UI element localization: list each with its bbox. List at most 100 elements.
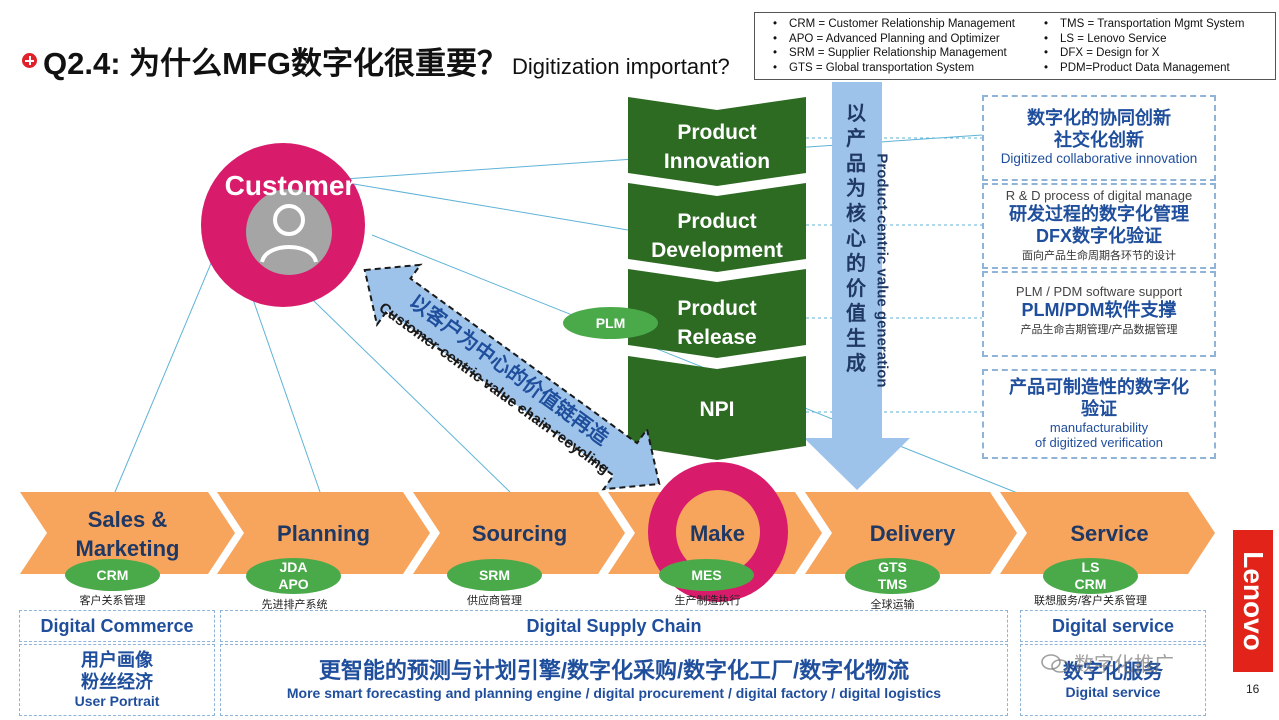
lenovo-logo: Lenovo bbox=[1233, 530, 1273, 672]
box-cn-text: 用户画像 bbox=[81, 650, 153, 670]
legend-item: PDM=Product Data Management bbox=[1044, 61, 1244, 76]
stage-delivery-label: Delivery bbox=[869, 521, 956, 546]
box-title: Digital Commerce bbox=[40, 616, 194, 636]
chevron-development-label: Product Development bbox=[628, 207, 806, 265]
page-number: 16 bbox=[1246, 682, 1260, 696]
down-arrow-shape bbox=[804, 82, 910, 490]
stage-caption: 客户关系管理 bbox=[79, 595, 146, 607]
stage-caption: 联想服务/客户关系管理 bbox=[1033, 595, 1148, 607]
stage-pill-mes: MES bbox=[659, 559, 754, 591]
stage-caption: 生产制造执行 bbox=[674, 595, 741, 607]
legend-item: SRM = Supplier Relationship Management bbox=[773, 46, 1044, 61]
box-en-text: manufacturability bbox=[1049, 420, 1149, 435]
digital-supply-chain-body: 更智能的预测与计划引擎/数字化采购/数字化工厂/数字化物流 More smart… bbox=[220, 644, 1008, 716]
box-en-text: Digital service bbox=[1065, 684, 1161, 700]
box-en-text: R & D process of digital manage bbox=[1005, 188, 1193, 203]
stage-pill-srm: SRM bbox=[447, 559, 542, 591]
title-sub: Digitization important? bbox=[512, 54, 730, 79]
right-box-release: PLM / PDM software support PLM/PDM软件支撑 产… bbox=[982, 271, 1216, 357]
legend-item: DFX = Design for X bbox=[1044, 46, 1244, 61]
box-note: 面向产品生命周期各环节的设计 bbox=[1022, 250, 1176, 262]
vertical-char: 成 bbox=[846, 353, 866, 375]
stage-planning-shape bbox=[217, 492, 430, 574]
chevron-line: Innovation bbox=[663, 150, 771, 173]
lenovo-logo-text: Lenovo bbox=[1238, 551, 1269, 651]
stage-caption: 全球运输 bbox=[870, 599, 915, 611]
box-cn-text: 粉丝经济 bbox=[81, 672, 153, 692]
box-note: 产品生命吉期管理/产品数据管理 bbox=[1020, 324, 1178, 336]
digital-service-body: 数字化服务 Digital service bbox=[1020, 644, 1206, 716]
legend-item: LS = Lenovo Service bbox=[1044, 32, 1244, 47]
title-main: Q2.4: 为什么MFG数字化很重要？ bbox=[43, 46, 509, 81]
legend-item: GTS = Global transportation System bbox=[773, 61, 1044, 76]
right-box-innovation: 数字化的协同创新 社交化创新 Digitized collaborative i… bbox=[982, 95, 1216, 181]
digital-service-header: Digital service bbox=[1020, 610, 1206, 642]
chevron-line: Product bbox=[677, 210, 757, 233]
box-title: DFX数字化验证 bbox=[1036, 226, 1162, 246]
abbreviation-legend: CRM = Customer Relationship Management A… bbox=[754, 12, 1276, 80]
dashed-connectors bbox=[800, 137, 982, 413]
box-title: 验证 bbox=[1081, 399, 1117, 419]
chevron-release-shape bbox=[628, 269, 806, 358]
stage-caption: 先进排产系统 bbox=[261, 599, 328, 611]
digital-commerce-header: Digital Commerce bbox=[19, 610, 215, 642]
watermark: 数字化推广 bbox=[1040, 648, 1174, 677]
stage-sales-shape bbox=[20, 492, 235, 574]
stage-service-shape bbox=[1000, 492, 1215, 574]
chevron-npi-shape bbox=[628, 356, 806, 460]
chevron-line: Product bbox=[677, 121, 757, 144]
box-title: 产品可制造性的数字化 bbox=[1009, 377, 1189, 397]
down-arrow-cn-text: 以 产 品 为 核 心 的 价 值 生 成 bbox=[844, 102, 868, 377]
vertical-char: 核 bbox=[846, 203, 866, 225]
legend-item: TMS = Transportation Mgmt System bbox=[1044, 17, 1244, 32]
digital-supply-chain-header: Digital Supply Chain bbox=[220, 610, 1008, 642]
vertical-char: 的 bbox=[846, 253, 866, 275]
vertical-char: 心 bbox=[846, 228, 866, 250]
make-ring-inner bbox=[676, 490, 760, 574]
box-cn-text: 数字化服务 bbox=[1063, 661, 1163, 683]
stage-planning-label: Planning bbox=[277, 521, 370, 546]
vertical-char: 价 bbox=[846, 278, 866, 300]
box-title: 数字化的协同创新 bbox=[1027, 108, 1171, 128]
box-en-text: PLM / PDM software support bbox=[1015, 284, 1183, 299]
legend-item: CRM = Customer Relationship Management bbox=[773, 17, 1044, 32]
legend-right-list: TMS = Transportation Mgmt System LS = Le… bbox=[1044, 17, 1244, 79]
chevron-line: Development bbox=[651, 239, 783, 262]
customer-label: Customer bbox=[224, 170, 356, 201]
vertical-char: 以 bbox=[846, 103, 866, 125]
box-title: PLM/PDM软件支撑 bbox=[1021, 300, 1177, 320]
customer-centric-arrow bbox=[363, 263, 661, 491]
vertical-char: 为 bbox=[846, 178, 866, 200]
vertical-char: 产 bbox=[846, 128, 866, 150]
person-icon bbox=[260, 204, 318, 263]
stage-pill-jda-apo: JDA APO bbox=[246, 558, 341, 594]
plus-icon bbox=[22, 53, 37, 68]
box-en-text: Digitized collaborative innovation bbox=[1000, 151, 1198, 166]
stage-make-label: Make bbox=[689, 521, 746, 546]
stage-delivery-shape bbox=[805, 492, 1017, 574]
stage-sourcing-shape bbox=[413, 492, 625, 574]
box-title: 研发过程的数字化管理 bbox=[1009, 204, 1189, 224]
stage-pill-ls-crm: LS CRM bbox=[1043, 558, 1138, 594]
legend-left-list: CRM = Customer Relationship Management A… bbox=[773, 17, 1044, 79]
box-cn-text: 更智能的预测与计划引擎/数字化采购/数字化工厂/数字化物流 bbox=[318, 658, 910, 683]
stage-service-label: Service bbox=[1070, 521, 1149, 546]
stage-sales-label: Sales & Marketing bbox=[75, 507, 180, 561]
chevron-line: Release bbox=[677, 326, 757, 349]
plm-pill: PLM bbox=[563, 307, 658, 339]
stage-caption: 供应商管理 bbox=[467, 595, 522, 607]
vertical-char: 值 bbox=[846, 303, 866, 325]
stage-sourcing-label: Sourcing bbox=[471, 521, 568, 546]
box-title: Digital service bbox=[1051, 616, 1175, 636]
box-en-text: of digitized verification bbox=[1035, 435, 1163, 450]
box-title: 社交化创新 bbox=[1054, 130, 1144, 150]
digital-commerce-body: 用户画像 粉丝经济 User Portrait bbox=[19, 644, 215, 716]
chevron-development-shape bbox=[628, 183, 806, 272]
vertical-char: 品 bbox=[846, 153, 866, 175]
box-en-text: More smart forecasting and planning engi… bbox=[286, 685, 942, 701]
legend-item: APO = Advanced Planning and Optimizer bbox=[773, 32, 1044, 47]
chevron-release-label: Product Release bbox=[628, 294, 806, 352]
vertical-char: 生 bbox=[846, 328, 866, 350]
stage-pill-crm: CRM bbox=[65, 559, 160, 591]
